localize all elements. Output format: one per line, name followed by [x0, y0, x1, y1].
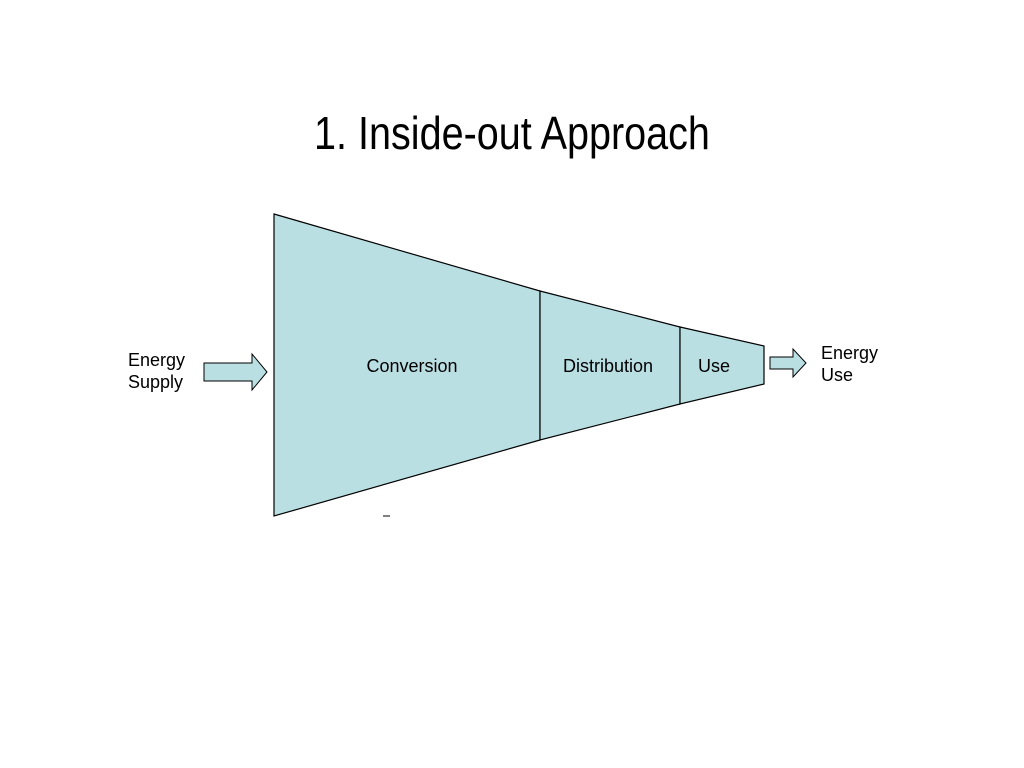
- energy-use-label-line1: Energy: [821, 343, 879, 363]
- energy-supply-label: Energy Supply: [128, 349, 185, 393]
- use-label: Use: [697, 356, 730, 376]
- energy-use-label-line2: Use: [821, 365, 854, 385]
- energy-supply-label-line2: Supply: [128, 372, 184, 392]
- energy-supply-label-line1: Energy: [128, 350, 186, 370]
- energy-use-label: Energy Use: [821, 342, 878, 386]
- distribution-label: Distribution: [562, 356, 654, 376]
- output-arrow-icon: [769, 347, 807, 379]
- conversion-label: Conversion: [366, 356, 458, 376]
- input-arrow-icon: [203, 352, 268, 392]
- slide-title: 1. Inside-out Approach: [314, 107, 710, 159]
- use-section: [679, 326, 765, 405]
